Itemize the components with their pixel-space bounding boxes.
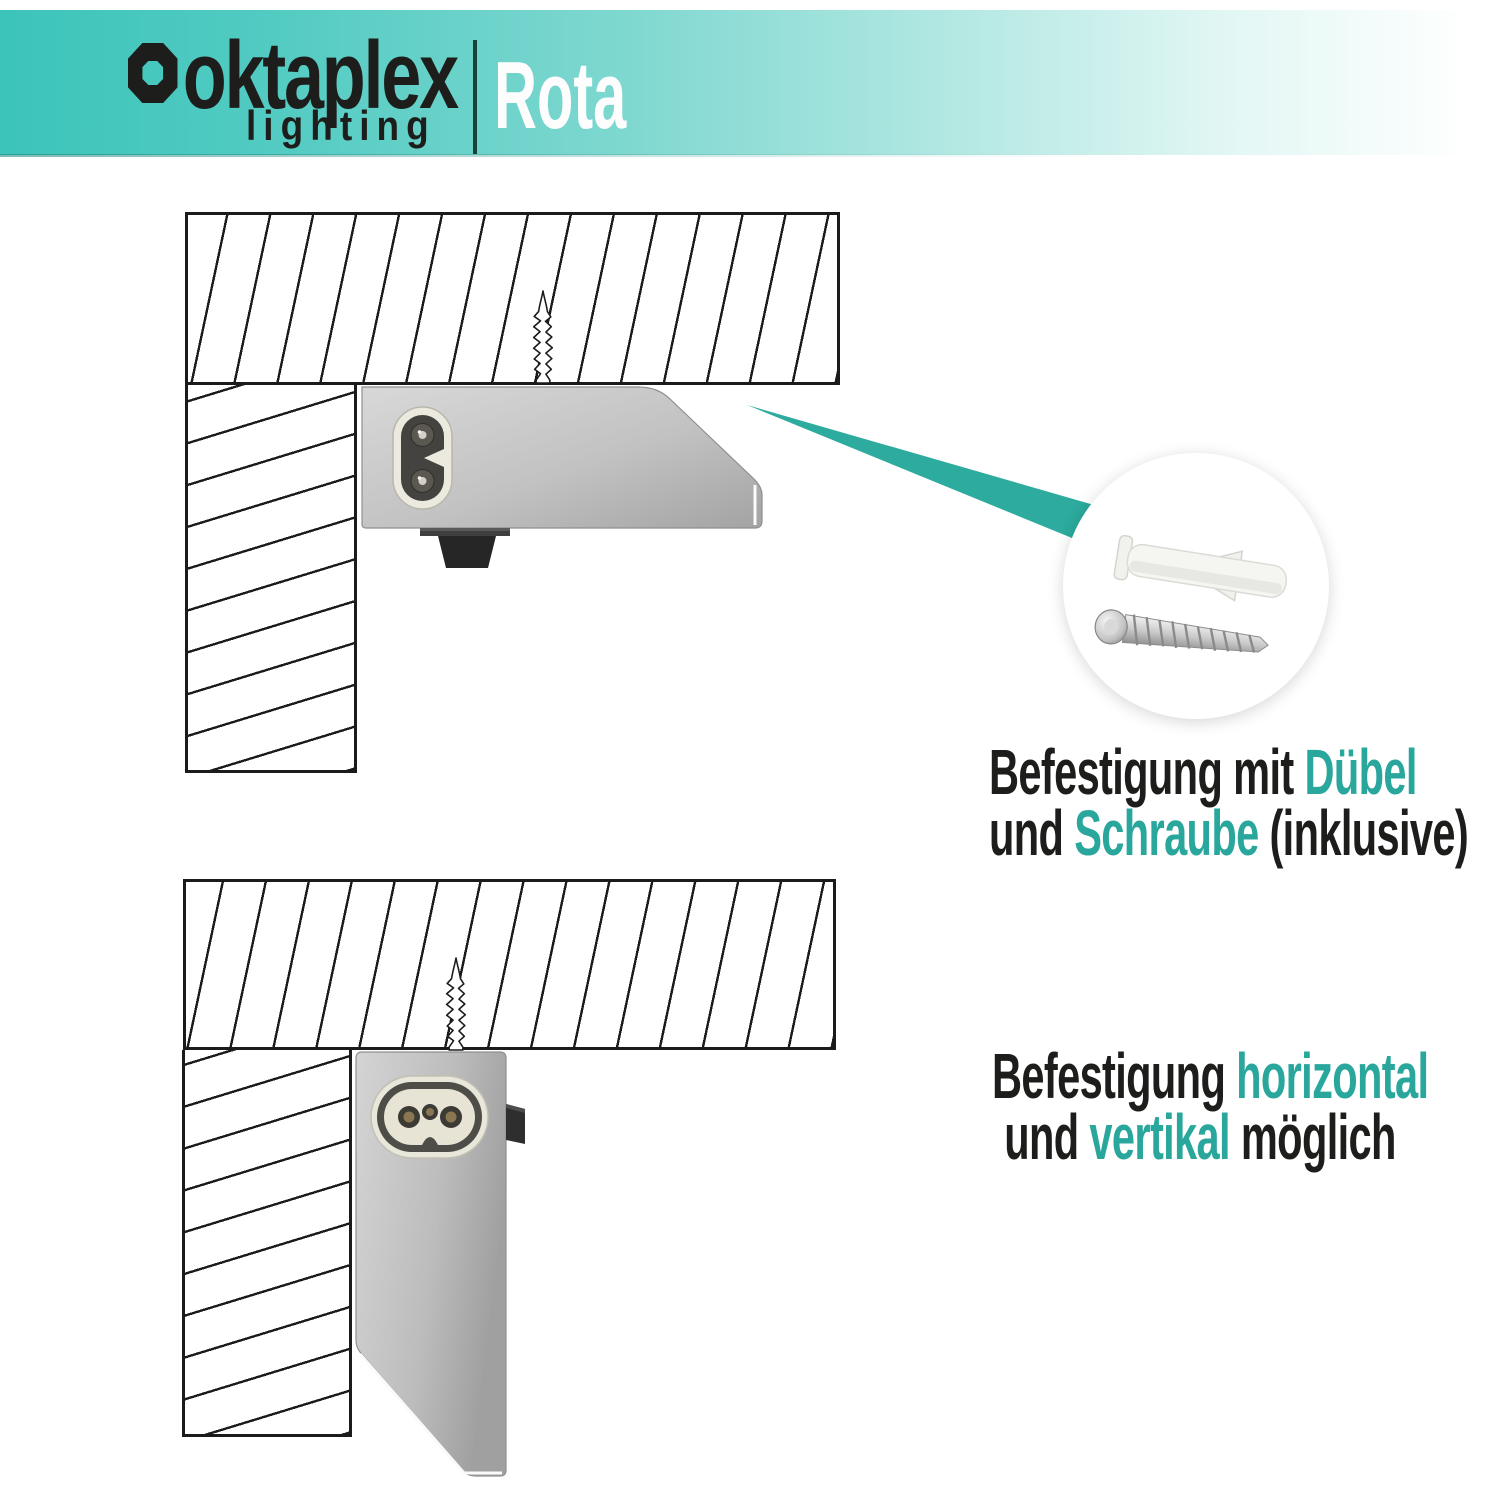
wall-cross-section-top [185, 385, 357, 773]
brand-logo: oktaplex [128, 22, 459, 129]
screw-icon [1094, 609, 1269, 653]
header-divider [473, 40, 477, 154]
included-parts-graphic [1094, 534, 1288, 653]
power-socket-2pin-icon [392, 406, 453, 510]
light-fixture-vertical [355, 1051, 525, 1477]
caption-text: (inklusive) [1258, 797, 1469, 869]
header-banner: oktaplex lighting Rota [0, 10, 1500, 157]
included-parts-inset [1063, 453, 1329, 719]
caption-fixing-line1: Befestigung mit Dübel [989, 740, 1417, 804]
caption-orientation-line1: Befestigung horizontal [992, 1044, 1429, 1108]
caption-text: und [1004, 1101, 1090, 1173]
ceiling-cross-section-top [185, 212, 840, 385]
caption-highlight: vertikal [1089, 1101, 1230, 1173]
screw-outline-icon [445, 957, 467, 1051]
brand-name: oktaplex [182, 22, 459, 129]
caption-text: Befestigung [992, 1040, 1237, 1112]
ceiling-cross-section-bottom [183, 879, 836, 1050]
caption-text: und [989, 797, 1075, 869]
callout-pointer-icon [747, 405, 1094, 547]
caption-highlight: horizontal [1236, 1040, 1429, 1112]
caption-orientation: Befestigung horizontal und vertikal mögl… [880, 1044, 1500, 1169]
caption-text: Befestigung mit [989, 736, 1305, 808]
mounting-clip-icon [420, 528, 510, 568]
octagon-logo-icon [128, 43, 178, 103]
wall-cross-section-bottom [182, 1050, 352, 1437]
caption-orientation-line2: und vertikal möglich [992, 1105, 1408, 1169]
caption-highlight: Schraube [1074, 797, 1259, 869]
mounting-clip-icon [506, 1104, 525, 1144]
caption-highlight: Dübel [1304, 736, 1417, 808]
brand-subtitle: lighting [246, 102, 436, 149]
power-socket-3pin-icon [370, 1075, 489, 1159]
caption-text: möglich [1229, 1101, 1397, 1173]
product-name: Rota [494, 42, 627, 149]
wall-plug-icon [1113, 534, 1288, 602]
caption-fixing: Befestigung mit Dübel und Schraube (inkl… [877, 740, 1500, 865]
screw-outline-icon [532, 290, 554, 384]
caption-fixing-line2: und Schraube (inklusive) [989, 801, 1469, 865]
light-fixture-horizontal [361, 386, 763, 568]
